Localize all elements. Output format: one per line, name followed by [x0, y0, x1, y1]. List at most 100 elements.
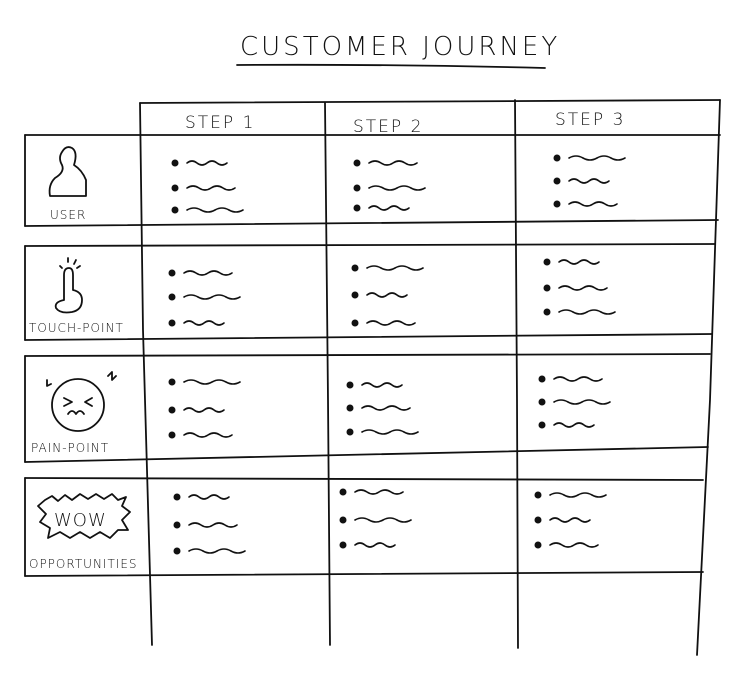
squiggle-placeholder-text: [183, 379, 241, 385]
wow-burst-icon: WOW: [37, 493, 131, 539]
row-label-pain-point: PAIN-POINT: [31, 441, 109, 455]
bullet-dot: [168, 431, 176, 439]
squiggle-placeholder-text: [549, 517, 591, 523]
bullet-dot: [346, 381, 354, 389]
bullet-dot: [346, 404, 354, 412]
squiggle-placeholder-text: [354, 517, 412, 523]
squiggle-placeholder-text: [183, 320, 225, 326]
row-line: [24, 243, 716, 247]
squiggle-placeholder-text: [549, 542, 599, 548]
squiggle-placeholder-text: [568, 155, 626, 161]
bullet-dot: [339, 516, 347, 524]
title-underline: [236, 63, 546, 69]
bullet-dot: [339, 541, 347, 549]
column-header-step-3: STEP 3: [555, 110, 625, 130]
squiggle-placeholder-text: [354, 489, 404, 495]
squiggle-placeholder-text: [188, 494, 230, 500]
grid-col-line-2: [324, 102, 331, 646]
column-header-step-1: STEP 1: [185, 113, 255, 133]
diagram-title: CUSTOMER JOURNEY: [240, 32, 560, 62]
bullet-dot: [351, 264, 359, 272]
bullet-dot: [538, 421, 546, 429]
bullet-dot: [351, 291, 359, 299]
bullet-dot: [553, 154, 561, 162]
bullet-dot: [168, 319, 176, 327]
squiggle-placeholder-text: [361, 382, 403, 388]
squiggle-placeholder-text: [553, 399, 611, 405]
bullet-dot: [543, 308, 551, 316]
bullet-dot: [168, 378, 176, 386]
frustrated-face-icon: [46, 371, 117, 432]
squiggle-placeholder-text: [553, 422, 595, 428]
grid-col-line-3: [514, 99, 519, 649]
row-line: [24, 477, 704, 481]
bullet-dot: [168, 406, 176, 414]
bullet-dot: [171, 206, 179, 214]
bullet-dot: [543, 284, 551, 292]
squiggle-placeholder-text: [558, 259, 600, 265]
squiggle-placeholder-text: [183, 407, 225, 413]
row-line: [24, 571, 704, 577]
finger-touch-icon: [54, 257, 83, 314]
bullet-dot: [538, 375, 546, 383]
squiggle-placeholder-text: [186, 207, 244, 213]
bullet-dot: [173, 547, 181, 555]
bullet-dot: [339, 488, 347, 496]
bullet-dot: [168, 293, 176, 301]
row-line: [24, 446, 709, 463]
squiggle-placeholder-text: [366, 292, 408, 298]
squiggle-placeholder-text: [549, 492, 607, 498]
bullet-dot: [543, 258, 551, 266]
squiggle-placeholder-text: [366, 265, 424, 271]
bullet-dot: [351, 319, 359, 327]
bullet-dot: [538, 398, 546, 406]
grid-col-line-1: [139, 102, 153, 646]
bullet-dot: [171, 184, 179, 192]
grid-col-line-4: [696, 99, 721, 656]
bullet-dot: [168, 269, 176, 277]
squiggle-placeholder-text: [361, 405, 411, 411]
squiggle-placeholder-text: [558, 285, 608, 291]
squiggle-placeholder-text: [186, 160, 228, 166]
bullet-dot: [353, 184, 361, 192]
bullet-dot: [534, 541, 542, 549]
row-label-user: USER: [50, 208, 86, 222]
grid-top-line: [139, 99, 721, 104]
row-label-opportunities: OPPORTUNITIES: [29, 557, 138, 571]
squiggle-placeholder-text: [186, 185, 236, 191]
row-line: [24, 219, 719, 227]
squiggle-placeholder-text: [568, 201, 618, 207]
squiggle-placeholder-text: [368, 205, 410, 211]
bullet-dot: [173, 493, 181, 501]
row-line: [24, 353, 711, 357]
bullet-dot: [553, 200, 561, 208]
bullet-dot: [171, 159, 179, 167]
squiggle-placeholder-text: [368, 160, 418, 166]
journey-grid: [24, 99, 721, 656]
wow-text: WOW: [54, 510, 107, 531]
column-header-step-2: STEP 2: [353, 117, 423, 137]
bullet-items: [168, 154, 626, 555]
bullet-dot: [534, 491, 542, 499]
bullet-dot: [353, 159, 361, 167]
squiggle-placeholder-text: [188, 522, 238, 528]
bullet-dot: [346, 428, 354, 436]
row-label-touch-point: TOUCH-POINT: [29, 321, 124, 335]
row-line: [24, 333, 713, 341]
squiggle-placeholder-text: [366, 320, 416, 326]
squiggle-placeholder-text: [354, 542, 396, 548]
squiggle-placeholder-text: [188, 548, 246, 554]
squiggle-placeholder-text: [553, 376, 603, 382]
bullet-dot: [534, 516, 542, 524]
squiggle-placeholder-text: [183, 294, 241, 300]
bullet-dot: [553, 177, 561, 185]
squiggle-placeholder-text: [558, 309, 616, 315]
squiggle-placeholder-text: [183, 432, 233, 438]
squiggle-placeholder-text: [183, 270, 233, 276]
bullet-dot: [173, 521, 181, 529]
user-icon: [48, 146, 87, 197]
squiggle-placeholder-text: [368, 185, 426, 191]
squiggle-placeholder-text: [361, 429, 419, 435]
